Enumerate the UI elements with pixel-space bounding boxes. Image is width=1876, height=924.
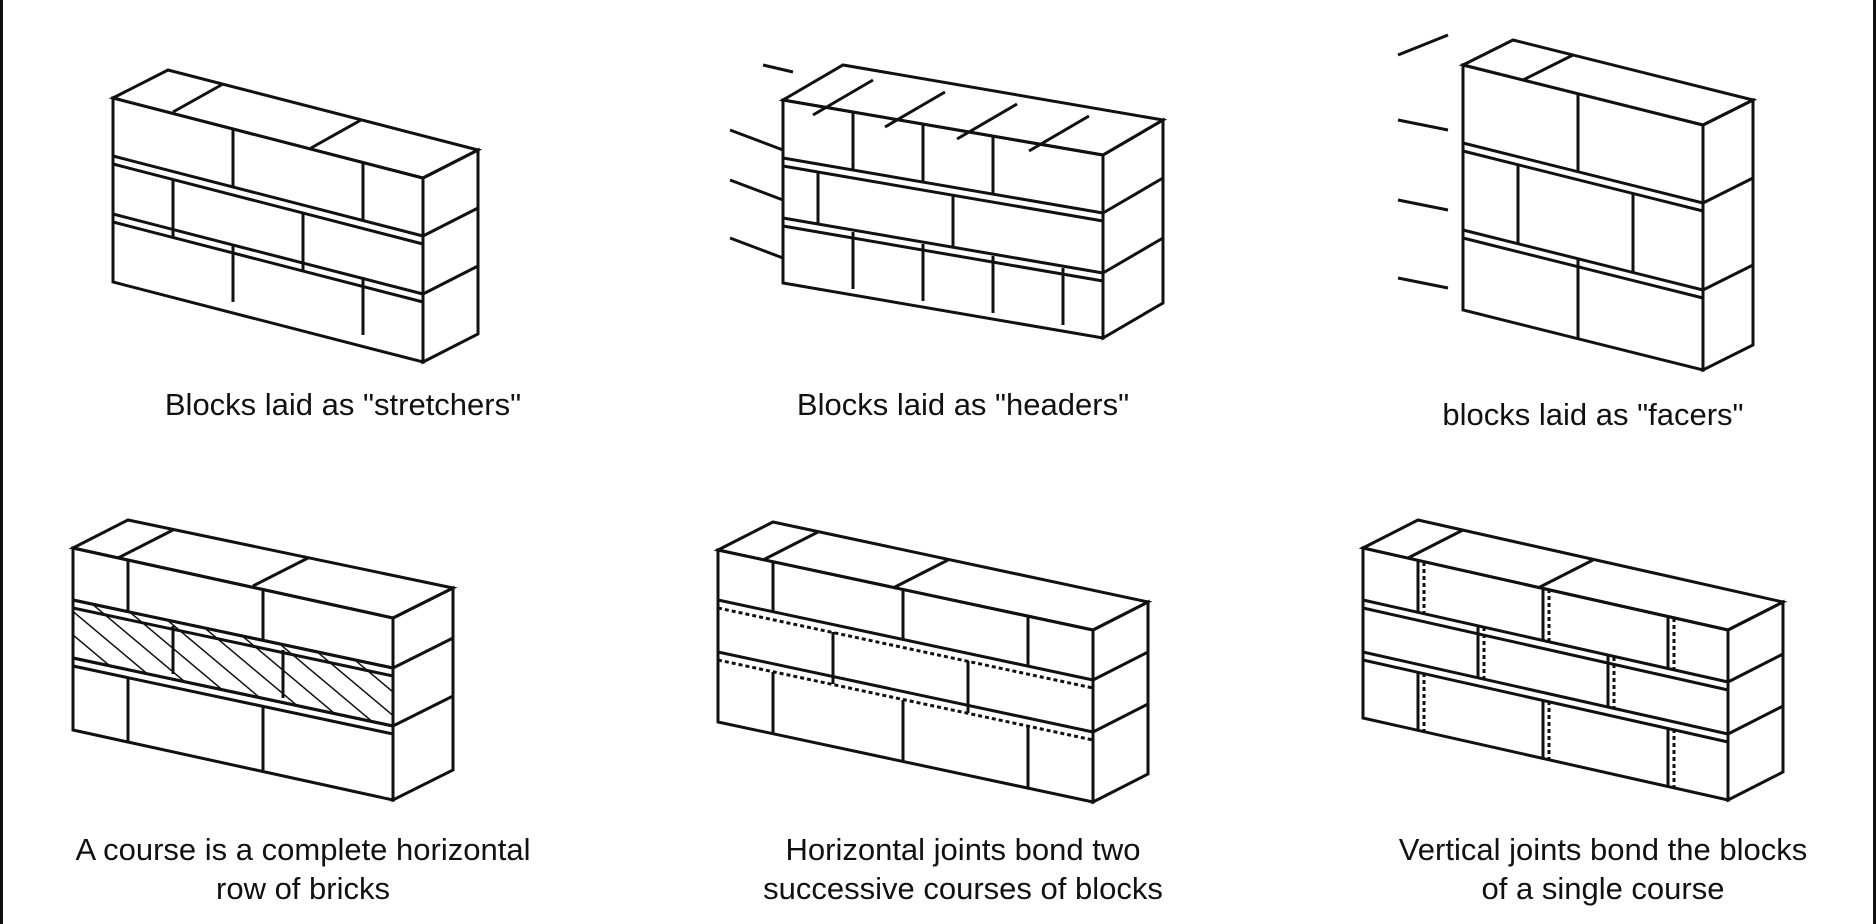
caption-line: A course is a complete horizontal bbox=[75, 832, 531, 867]
panel-horizontal-joints: Horizontal joints bond two successive co… bbox=[683, 500, 1243, 924]
caption-headers: Blocks laid as "headers" bbox=[683, 385, 1243, 424]
panel-vertical-joints: Vertical joints bond the blocks of a sin… bbox=[1343, 500, 1863, 924]
caption-facers: blocks laid as "facers" bbox=[1333, 395, 1853, 434]
caption-line: Vertical joints bond the blocks bbox=[1398, 832, 1808, 867]
panel-headers: Blocks laid as "headers" bbox=[683, 20, 1243, 440]
facers-wall-drawing bbox=[1397, 33, 1758, 373]
caption-stretchers: Blocks laid as "stretchers" bbox=[63, 385, 623, 424]
panel-course: A course is a complete horizontal row of… bbox=[23, 500, 583, 924]
course-wall-drawing bbox=[68, 518, 458, 803]
caption-line: Blocks laid as "stretchers" bbox=[164, 387, 522, 422]
panel-stretchers: Blocks laid as "stretchers" bbox=[63, 40, 623, 440]
caption-line: blocks laid as "facers" bbox=[1442, 397, 1744, 432]
panel-facers: blocks laid as "facers" bbox=[1333, 20, 1853, 440]
caption-course: A course is a complete horizontal row of… bbox=[23, 830, 583, 908]
caption-line: Blocks laid as "headers" bbox=[796, 387, 1130, 422]
caption-line: Horizontal joints bond two bbox=[785, 832, 1141, 867]
caption-line: row of bricks bbox=[216, 871, 390, 906]
caption-horizontal-joints: Horizontal joints bond two successive co… bbox=[683, 830, 1243, 908]
headers-wall-drawing bbox=[729, 63, 1168, 341]
caption-line: successive courses of blocks bbox=[763, 871, 1163, 906]
vertical-joints-wall-drawing bbox=[1358, 518, 1788, 803]
caption-vertical-joints: Vertical joints bond the blocks of a sin… bbox=[1343, 830, 1863, 908]
caption-line: of a single course bbox=[1481, 871, 1725, 906]
stretchers-wall-drawing bbox=[108, 68, 483, 365]
horizontal-joints-wall-drawing bbox=[713, 520, 1153, 805]
